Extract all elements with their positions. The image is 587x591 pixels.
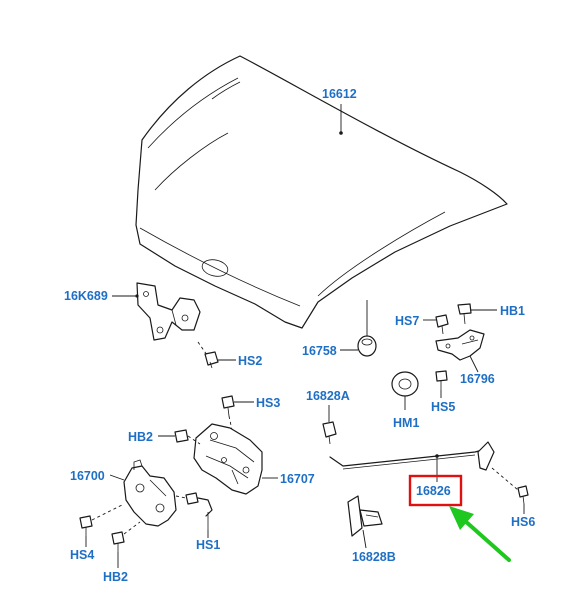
label-hs4: HS4 — [70, 548, 94, 562]
bolt-hs7 — [435, 314, 449, 335]
label-hs2: HS2 — [238, 354, 262, 368]
label-grommet: HM1 — [393, 416, 419, 430]
label-hb2-bottom: HB2 — [103, 570, 128, 584]
label-striker-bracket: 16707 — [280, 472, 315, 486]
hood-bumper — [357, 300, 377, 357]
bolt-hs5 — [435, 370, 448, 390]
clip-16828b — [347, 495, 383, 537]
label-hs5: HS5 — [431, 400, 455, 414]
right-hood-hinge — [435, 329, 485, 361]
label-hinge-right: 16796 — [460, 372, 495, 386]
label-hb2-top: HB2 — [128, 430, 153, 444]
screw-hs6 — [491, 467, 529, 505]
leader-lines — [85, 104, 525, 568]
bolt-hb1-top — [457, 303, 472, 325]
label-hs3: HS3 — [256, 396, 280, 410]
label-clip-a: 16828A — [306, 389, 350, 403]
left-hood-hinge — [136, 282, 201, 341]
striker-bracket — [193, 423, 263, 495]
bolt-hs4 — [79, 503, 125, 536]
hood-emblem-recess — [201, 259, 229, 277]
label-hinge-left: 16K689 — [64, 289, 108, 303]
label-latch: 16700 — [70, 469, 105, 483]
green-arrow-icon — [449, 506, 511, 562]
grommet-hm1 — [391, 371, 419, 410]
label-hs1: HS1 — [196, 538, 220, 552]
hood-prop-rod — [329, 441, 495, 482]
label-clip-b: 16828B — [352, 550, 396, 564]
label-hs6: HS6 — [511, 515, 535, 529]
label-hb1-top: HB1 — [500, 304, 525, 318]
bolt-hb2-top — [174, 429, 201, 445]
hood-latch — [123, 459, 177, 527]
highlight-box — [408, 474, 463, 507]
bolt-hb2-bottom — [111, 521, 141, 552]
label-hs7: HS7 — [395, 314, 419, 328]
clip-16828a — [322, 405, 337, 445]
label-prop-rod: 16826 — [416, 484, 451, 498]
bolt-hs2 — [197, 341, 219, 369]
label-bumper: 16758 — [302, 344, 337, 358]
bolt-hs1 — [175, 492, 213, 530]
label-hood: 16612 — [322, 87, 357, 101]
bolt-hs3 — [221, 395, 235, 431]
part-labels: 16612 16K689 HS2 16758 HS7 HB1 16796 HS5… — [64, 87, 535, 584]
hood-panel — [135, 55, 508, 329]
